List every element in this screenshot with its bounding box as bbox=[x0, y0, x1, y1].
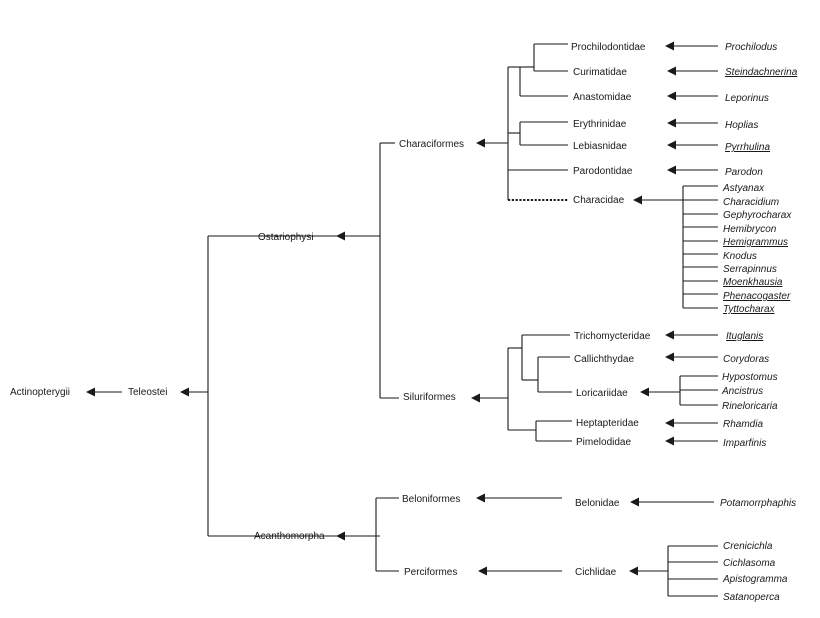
family-cichlidae: Cichlidae bbox=[575, 567, 617, 578]
genus-parodon: Parodon bbox=[725, 167, 763, 178]
arrow-leporinus-head bbox=[667, 91, 676, 101]
arrow-characidae-head bbox=[633, 195, 642, 205]
arrow-ituglanis-head bbox=[665, 330, 674, 340]
genus-crenicichla: Crenicichla bbox=[723, 541, 773, 552]
family-curimatidae: Curimatidae bbox=[573, 67, 627, 78]
taxon-perciformes: Perciformes bbox=[404, 567, 457, 578]
genus-corydoras: Corydoras bbox=[723, 354, 769, 365]
family-parodontidae: Parodontidae bbox=[573, 166, 633, 177]
taxon-acanthomorpha: Acanthomorpha bbox=[254, 531, 325, 542]
family-pimelodidae: Pimelodidae bbox=[576, 437, 631, 448]
genus-phenacogaster: Phenacogaster bbox=[723, 291, 791, 302]
arrow-loricariidae-head bbox=[640, 387, 649, 397]
genus-pyrrhulina: Pyrrhulina bbox=[725, 142, 770, 153]
genus-knodus: Knodus bbox=[723, 251, 757, 262]
arrow-prochilodus-head bbox=[665, 41, 674, 51]
genus-characidium: Characidium bbox=[723, 197, 779, 208]
arrow-rhamdia-head bbox=[665, 418, 674, 428]
tree-edges bbox=[86, 41, 718, 597]
arrow-beloniformes-head bbox=[476, 493, 485, 503]
genus-moenkhausia: Moenkhausia bbox=[723, 277, 783, 288]
genus-astyanax: Astyanax bbox=[722, 183, 765, 194]
family-callichthydae: Callichthydae bbox=[574, 354, 634, 365]
arrow-acanthomorpha-head bbox=[336, 531, 345, 541]
family-loricariidae: Loricariidae bbox=[576, 388, 628, 399]
taxon-beloniformes: Beloniformes bbox=[402, 494, 460, 505]
genus-ituglanis: Ituglanis bbox=[726, 331, 763, 342]
taxon-characiformes: Characiformes bbox=[399, 139, 464, 150]
genus-gephyrocharax: Gephyrocharax bbox=[723, 210, 792, 221]
genus-rineloricaria: Rineloricaria bbox=[722, 401, 778, 412]
arrow-characiformes-head bbox=[476, 138, 485, 148]
genus-ancistrus: Ancistrus bbox=[721, 386, 763, 397]
arrow-potamorrphaphis-head bbox=[630, 497, 639, 507]
genus-hemigrammus: Hemigrammus bbox=[723, 237, 788, 248]
genus-potamorrphaphis: Potamorrphaphis bbox=[720, 498, 796, 509]
genus-leporinus: Leporinus bbox=[725, 93, 769, 104]
genus-apistogramma: Apistogramma bbox=[722, 574, 788, 585]
genus-cichlasoma: Cichlasoma bbox=[723, 558, 776, 569]
tree-labels: Actinopterygii Teleostei Ostariophysi Ac… bbox=[10, 42, 798, 603]
genus-hemibrycon: Hemibrycon bbox=[723, 224, 777, 235]
arrow-hoplias-head bbox=[667, 118, 676, 128]
genus-hypostomus: Hypostomus bbox=[722, 372, 778, 383]
genus-prochilodus: Prochilodus bbox=[725, 42, 777, 53]
family-anastomidae: Anastomidae bbox=[573, 92, 632, 103]
arrow-imparfinis-head bbox=[665, 436, 674, 446]
family-prochilodontidae: Prochilodontidae bbox=[571, 42, 646, 53]
genus-serrapinnus: Serrapinnus bbox=[723, 264, 777, 275]
genus-steindachnerina: Steindachnerina bbox=[725, 67, 798, 78]
arrow-parodon-head bbox=[667, 165, 676, 175]
taxon-ostariophysi: Ostariophysi bbox=[258, 232, 314, 243]
arrow-perciformes-head bbox=[478, 566, 487, 576]
taxon-actinopterygii: Actinopterygii bbox=[10, 387, 70, 398]
family-erythrinidae: Erythrinidae bbox=[573, 119, 627, 130]
arrow-cichlidae-head bbox=[629, 566, 638, 576]
arrow-ostariophysi-head bbox=[336, 231, 345, 241]
arrow-siluriformes-head bbox=[471, 393, 480, 403]
genus-hoplias: Hoplias bbox=[725, 120, 758, 131]
taxon-teleostei: Teleostei bbox=[128, 387, 167, 398]
arrow-corydoras-head bbox=[665, 352, 674, 362]
arrow-root-teleostei-head bbox=[180, 387, 189, 397]
genus-satanoperca: Satanoperca bbox=[723, 592, 780, 603]
genus-rhamdia: Rhamdia bbox=[723, 419, 763, 430]
family-lebiasnidae: Lebiasnidae bbox=[573, 141, 627, 152]
taxon-siluriformes: Siluriformes bbox=[403, 392, 456, 403]
family-heptapteridae: Heptapteridae bbox=[576, 418, 639, 429]
arrow-pyrrhulina-head bbox=[667, 140, 676, 150]
genus-tyttocharax: Tyttocharax bbox=[723, 304, 775, 315]
genus-imparfinis: Imparfinis bbox=[723, 438, 766, 449]
family-characidae: Characidae bbox=[573, 195, 625, 206]
arrow-teleostei-actinopterygii-head bbox=[86, 387, 95, 397]
family-trichomycteridae: Trichomycteridae bbox=[574, 331, 651, 342]
family-belonidae: Belonidae bbox=[575, 498, 620, 509]
arrow-steindachnerina-head bbox=[667, 66, 676, 76]
